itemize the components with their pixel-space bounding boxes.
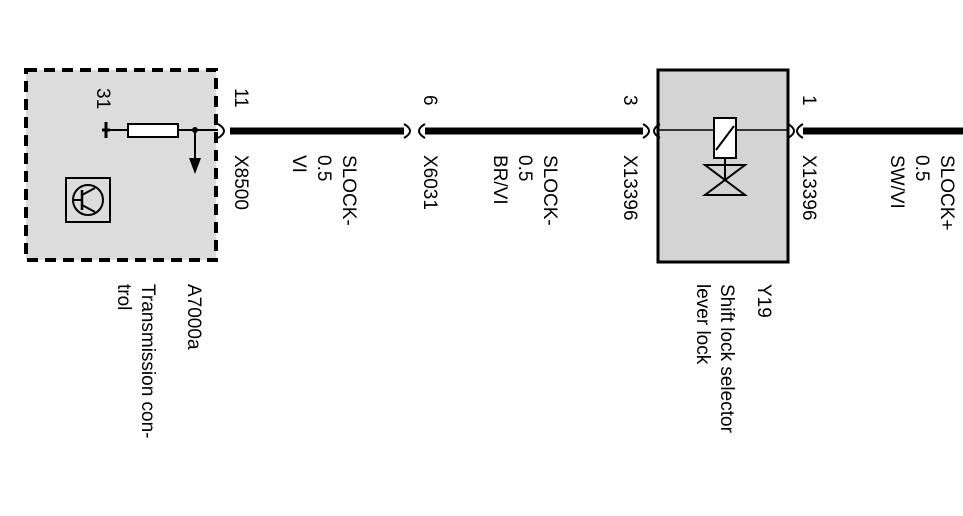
solenoid-desc-line1: Shift lock selector [716, 284, 737, 434]
pin-1-label: 1 [798, 95, 819, 106]
connector-symbols [217, 123, 804, 139]
connector-x8500: X8500 [230, 155, 251, 210]
wire-swvi-signal: SLOCK+ [936, 155, 957, 231]
wire-vi-gauge: 0.5 [313, 155, 334, 181]
tcu-id: A7000a [183, 284, 204, 350]
ground-pin-label: 31 [92, 88, 113, 109]
pin-11-label: 11 [230, 88, 251, 108]
connector-x6031: X6031 [419, 155, 440, 210]
pullup-resistor [127, 123, 179, 138]
wire-brvi-color: BR/VI [489, 155, 510, 205]
pin-6-label: 6 [419, 95, 440, 106]
pin-3-label: 3 [619, 95, 640, 106]
transistor-icon [65, 177, 111, 223]
signal-arrow [189, 158, 201, 174]
tcu-desc-line2: trol [113, 284, 134, 310]
wire-brvi-signal: SLOCK- [539, 155, 560, 226]
wire-brvi-gauge: 0.5 [514, 155, 535, 181]
wire-vi-color: VI [288, 155, 309, 173]
solenoid-id: Y19 [753, 284, 774, 318]
wire-swvi-gauge: 0.5 [911, 155, 932, 181]
solenoid-desc-line2: lever lock [692, 284, 713, 365]
solenoid-valve-icon [702, 117, 748, 196]
wire-swvi-color: SW/VI [886, 155, 907, 209]
connector-x13396-a: X13396 [619, 155, 640, 221]
wire-vi-signal: SLOCK- [338, 155, 359, 226]
transmission-control-module-box [24, 68, 218, 262]
tcu-desc-line1: Transmission con- [137, 284, 158, 439]
connector-x13396-b: X13396 [798, 155, 819, 221]
